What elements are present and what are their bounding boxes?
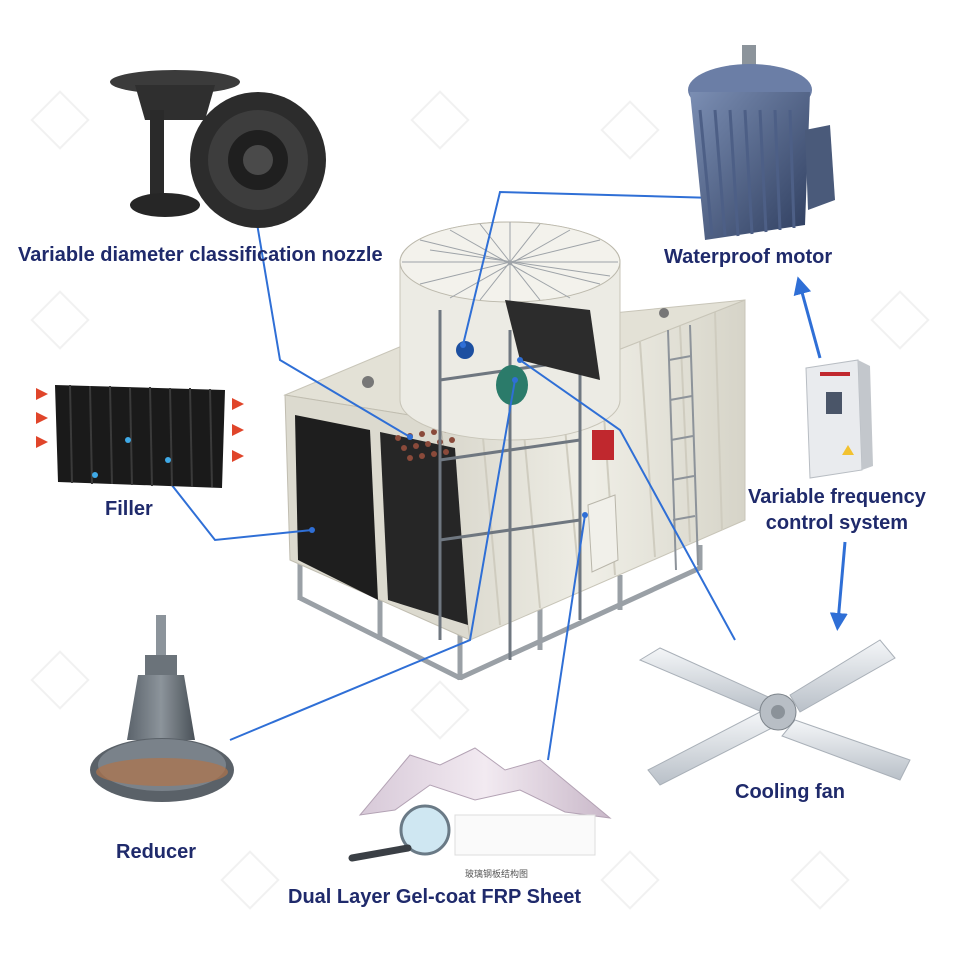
access-door <box>587 494 619 573</box>
label-nozzle: Variable diameter classification nozzle <box>18 244 383 266</box>
filler-panel-middle <box>380 432 468 625</box>
label-vfd: Variable frequency control system <box>748 484 926 536</box>
arrow-vfd-to-motor <box>793 276 822 359</box>
deck-vent <box>362 376 374 388</box>
connector-lines <box>159 169 736 761</box>
label-filler: Filler <box>105 498 153 520</box>
motor-icon <box>688 45 835 240</box>
inverter-cabinet-icon <box>805 359 873 479</box>
gear-reducer-icon <box>90 615 234 802</box>
label-cooling-fan: Cooling fan <box>735 781 845 803</box>
connector-dots <box>309 342 588 533</box>
fan-blade-shadow <box>505 300 600 380</box>
brand-badge <box>592 430 614 460</box>
magnifier-icon <box>348 804 451 862</box>
fan-guard-grid <box>402 222 618 302</box>
reducer-in-tower <box>496 365 528 405</box>
fan-blades-icon <box>638 639 911 786</box>
cooling-tower <box>283 221 746 681</box>
label-frp-sheet: Dual Layer Gel-coat FRP Sheet <box>288 886 582 908</box>
watermark-pattern <box>30 90 930 910</box>
label-vfd-line1: Variable frequency <box>748 486 926 508</box>
label-reducer: Reducer <box>116 841 197 863</box>
filler-panel-left <box>295 415 378 600</box>
frp-structure-caption: 玻璃钢板结构图 <box>465 869 529 879</box>
arrow-vfd-to-fan <box>829 541 848 631</box>
tower-base-frame <box>297 545 703 681</box>
filler-block-icon <box>36 384 244 488</box>
nozzle-icon <box>110 70 326 228</box>
label-vfd-line2: control system <box>765 512 909 534</box>
corrugated-sheet-icon <box>358 747 612 856</box>
label-waterproof-motor: Waterproof motor <box>664 246 833 268</box>
deck-vent-2 <box>659 308 669 318</box>
